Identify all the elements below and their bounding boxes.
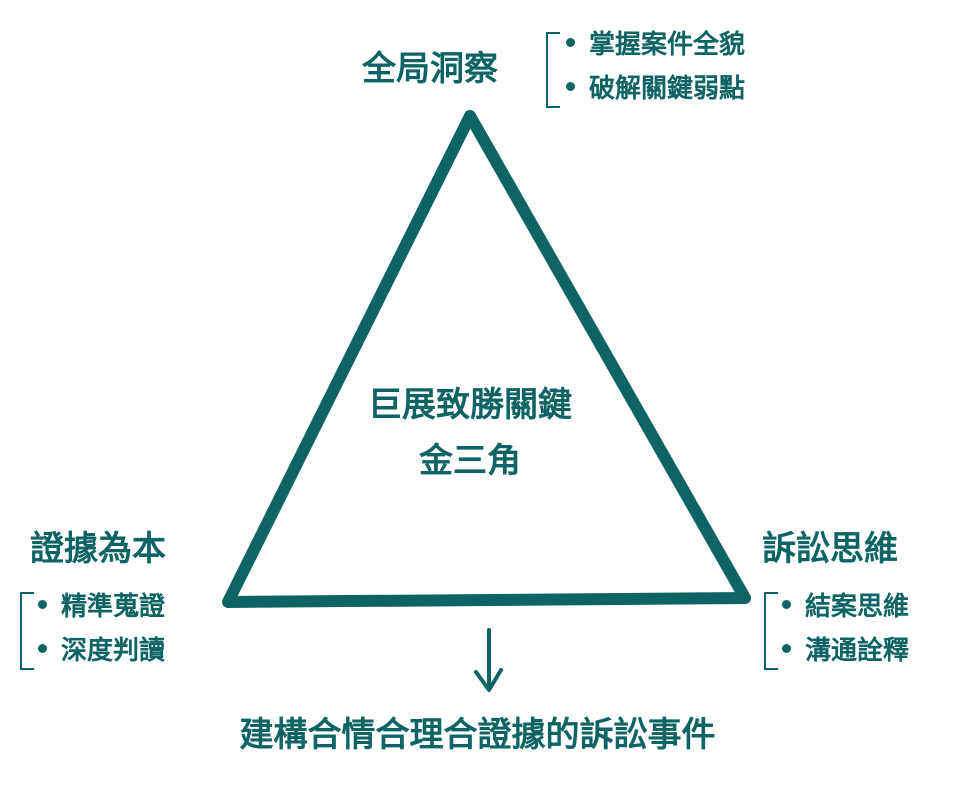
- right-item-2-label: 溝通詮釋: [805, 636, 910, 666]
- bullet-dot: [38, 600, 47, 609]
- top-item-2-label: 破解關鍵弱點: [589, 74, 746, 104]
- left-item-2-label: 深度判讀: [61, 636, 166, 666]
- bullet-dot: [566, 82, 575, 91]
- top-item-1: 掌握案件全貌: [566, 32, 745, 58]
- arrow-down-icon: [474, 628, 503, 692]
- right-heading: 訴訟思維: [762, 529, 898, 569]
- left-heading: 證據為本: [30, 529, 166, 569]
- right-item-2: 溝通詮釋: [782, 638, 909, 664]
- left-bracket: [20, 592, 34, 670]
- right-item-1-label: 結案思維: [805, 592, 910, 622]
- triangle-shape: [222, 110, 751, 608]
- right-bracket: [764, 592, 778, 670]
- top-item-2: 破解關鍵弱點: [566, 76, 745, 102]
- bullet-dot: [782, 600, 791, 609]
- top-heading: 全局洞察: [362, 49, 498, 89]
- bullet-dot: [566, 38, 575, 47]
- bullet-dot: [782, 644, 791, 653]
- center-title-line2: 金三角: [419, 441, 521, 481]
- bullet-dot: [38, 644, 47, 653]
- top-bracket: [546, 32, 560, 108]
- top-item-1-label: 掌握案件全貌: [589, 30, 746, 60]
- left-item-1-label: 精準蒐證: [61, 592, 166, 622]
- left-item-2: 深度判讀: [38, 638, 165, 664]
- right-item-1: 結案思維: [782, 594, 909, 620]
- left-item-1: 精準蒐證: [38, 594, 165, 620]
- center-title-line1: 巨展致勝關鍵: [368, 385, 572, 425]
- bottom-conclusion: 建構合情合理合證據的訴訟事件: [239, 715, 716, 755]
